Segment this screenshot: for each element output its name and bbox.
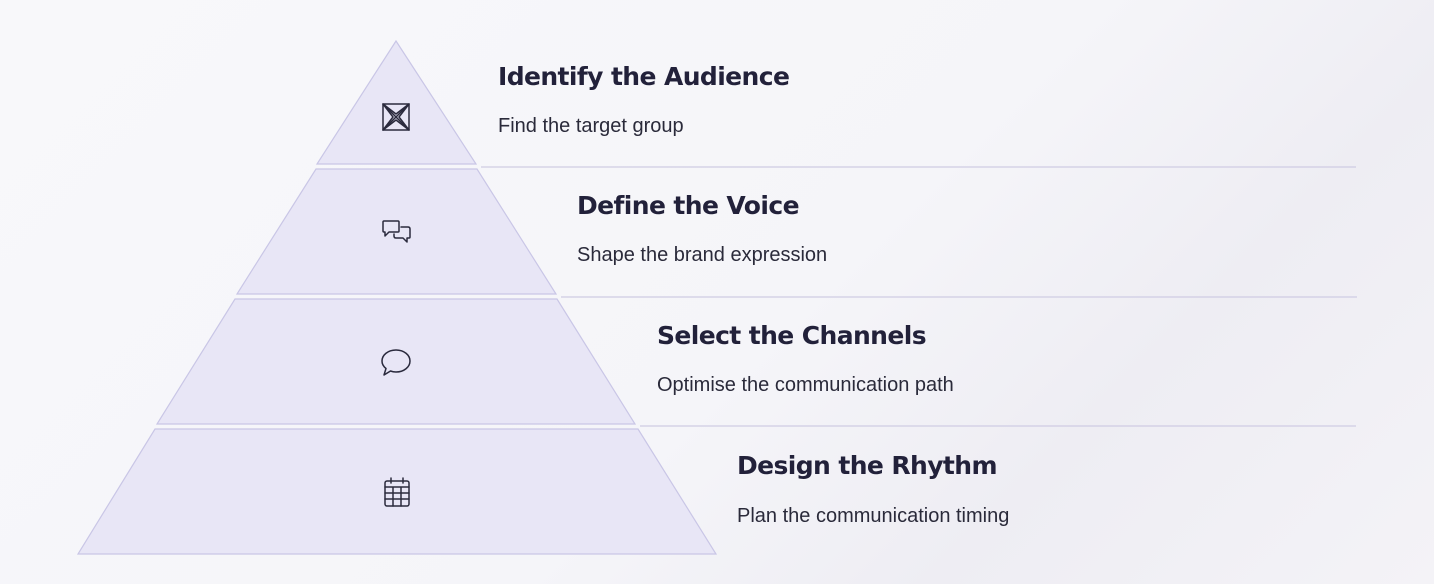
crossed-arrows-icon xyxy=(382,103,410,131)
pyramid-tier-1 xyxy=(315,39,478,165)
tier-1-description: Find the target group xyxy=(498,115,684,137)
speech-bubble-icon xyxy=(381,349,411,376)
tier-2-description: Shape the brand expression xyxy=(577,244,828,266)
tier-3-description: Optimise the communication path xyxy=(657,374,954,396)
tier-2-title: Define the Voice xyxy=(577,191,800,220)
pyramid-tier-3 xyxy=(155,298,637,425)
pyramid-tier-4 xyxy=(76,428,718,555)
chat-bubbles-icon xyxy=(382,220,411,243)
tier-4-description: Plan the communication timing xyxy=(737,505,1010,527)
tier-3-title: Select the Channels xyxy=(657,321,927,350)
tier-4-title: Design the Rhythm xyxy=(737,451,998,480)
calendar-icon xyxy=(384,477,410,507)
tier-1-title: Identify the Audience xyxy=(498,62,790,91)
